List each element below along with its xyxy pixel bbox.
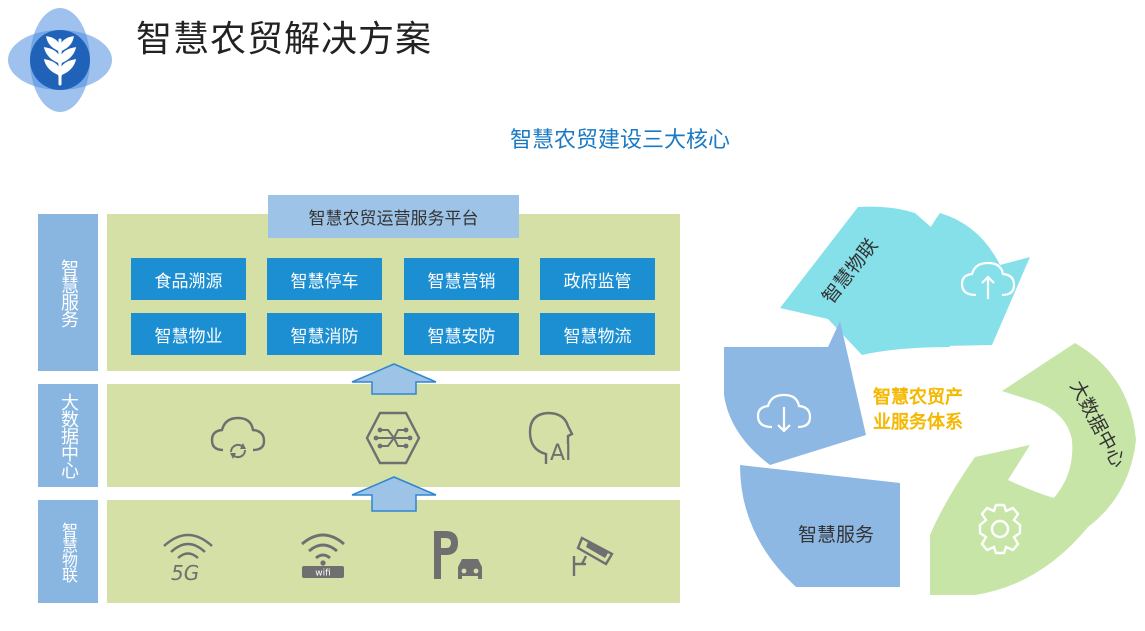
gear-icon xyxy=(978,503,1022,555)
layer-label-data: 大数据中心 xyxy=(38,384,98,487)
page-title: 智慧农贸解决方案 xyxy=(136,19,433,60)
service-fire-protection: 智慧消防 xyxy=(267,313,382,355)
service-security: 智慧安防 xyxy=(404,313,519,355)
service-cycle-diagram: 智慧物联 大数据中心 智慧服务 智慧农贸产 业服务体系 xyxy=(724,206,1136,595)
data-layer-band xyxy=(107,384,680,487)
parking-icon xyxy=(434,531,482,579)
service-gov-supervision: 政府监管 xyxy=(540,258,655,300)
service-logistics: 智慧物流 xyxy=(540,313,655,355)
ai-head-icon: AI xyxy=(528,411,574,466)
up-arrow-icon xyxy=(351,363,437,395)
cycle-segment-data: 大数据中心 xyxy=(930,343,1136,595)
section-subtitle: 智慧农贸建设三大核心 xyxy=(509,128,730,153)
surveillance-camera-icon xyxy=(572,536,614,576)
cloud-sync-icon xyxy=(210,416,266,459)
platform-label: 智慧农贸运营服务平台 xyxy=(268,195,519,238)
cycle-segment-iot: 智慧物联 xyxy=(780,206,1030,355)
service-food-trace: 食品溯源 xyxy=(131,258,246,300)
layer-label-iot: 智慧物联 xyxy=(38,500,98,603)
5g-signal-icon: 5G xyxy=(163,533,213,584)
layer-label-service: 智慧服务 xyxy=(38,214,98,371)
cycle-segment-service: 智慧服务 xyxy=(724,321,900,587)
service-parking: 智慧停车 xyxy=(267,258,382,300)
cycle-center-line2: 业服务体系 xyxy=(873,411,963,433)
cycle-center-line1: 智慧农贸产 xyxy=(873,386,963,408)
network-hub-icon xyxy=(365,411,421,465)
cloud-upload-icon xyxy=(960,261,1016,299)
wheat-icon xyxy=(43,36,77,86)
logo xyxy=(4,4,116,116)
wifi-router-icon: wifi xyxy=(301,533,345,579)
svg-text:wifi: wifi xyxy=(315,569,331,579)
cloud-download-icon xyxy=(756,393,812,433)
cycle-label-service: 智慧服务 xyxy=(798,524,874,546)
up-arrow-icon xyxy=(351,476,437,512)
svg-text:AI: AI xyxy=(550,441,572,466)
service-property: 智慧物业 xyxy=(131,313,246,355)
service-marketing: 智慧营销 xyxy=(404,258,519,300)
svg-text:5G: 5G xyxy=(171,561,199,584)
